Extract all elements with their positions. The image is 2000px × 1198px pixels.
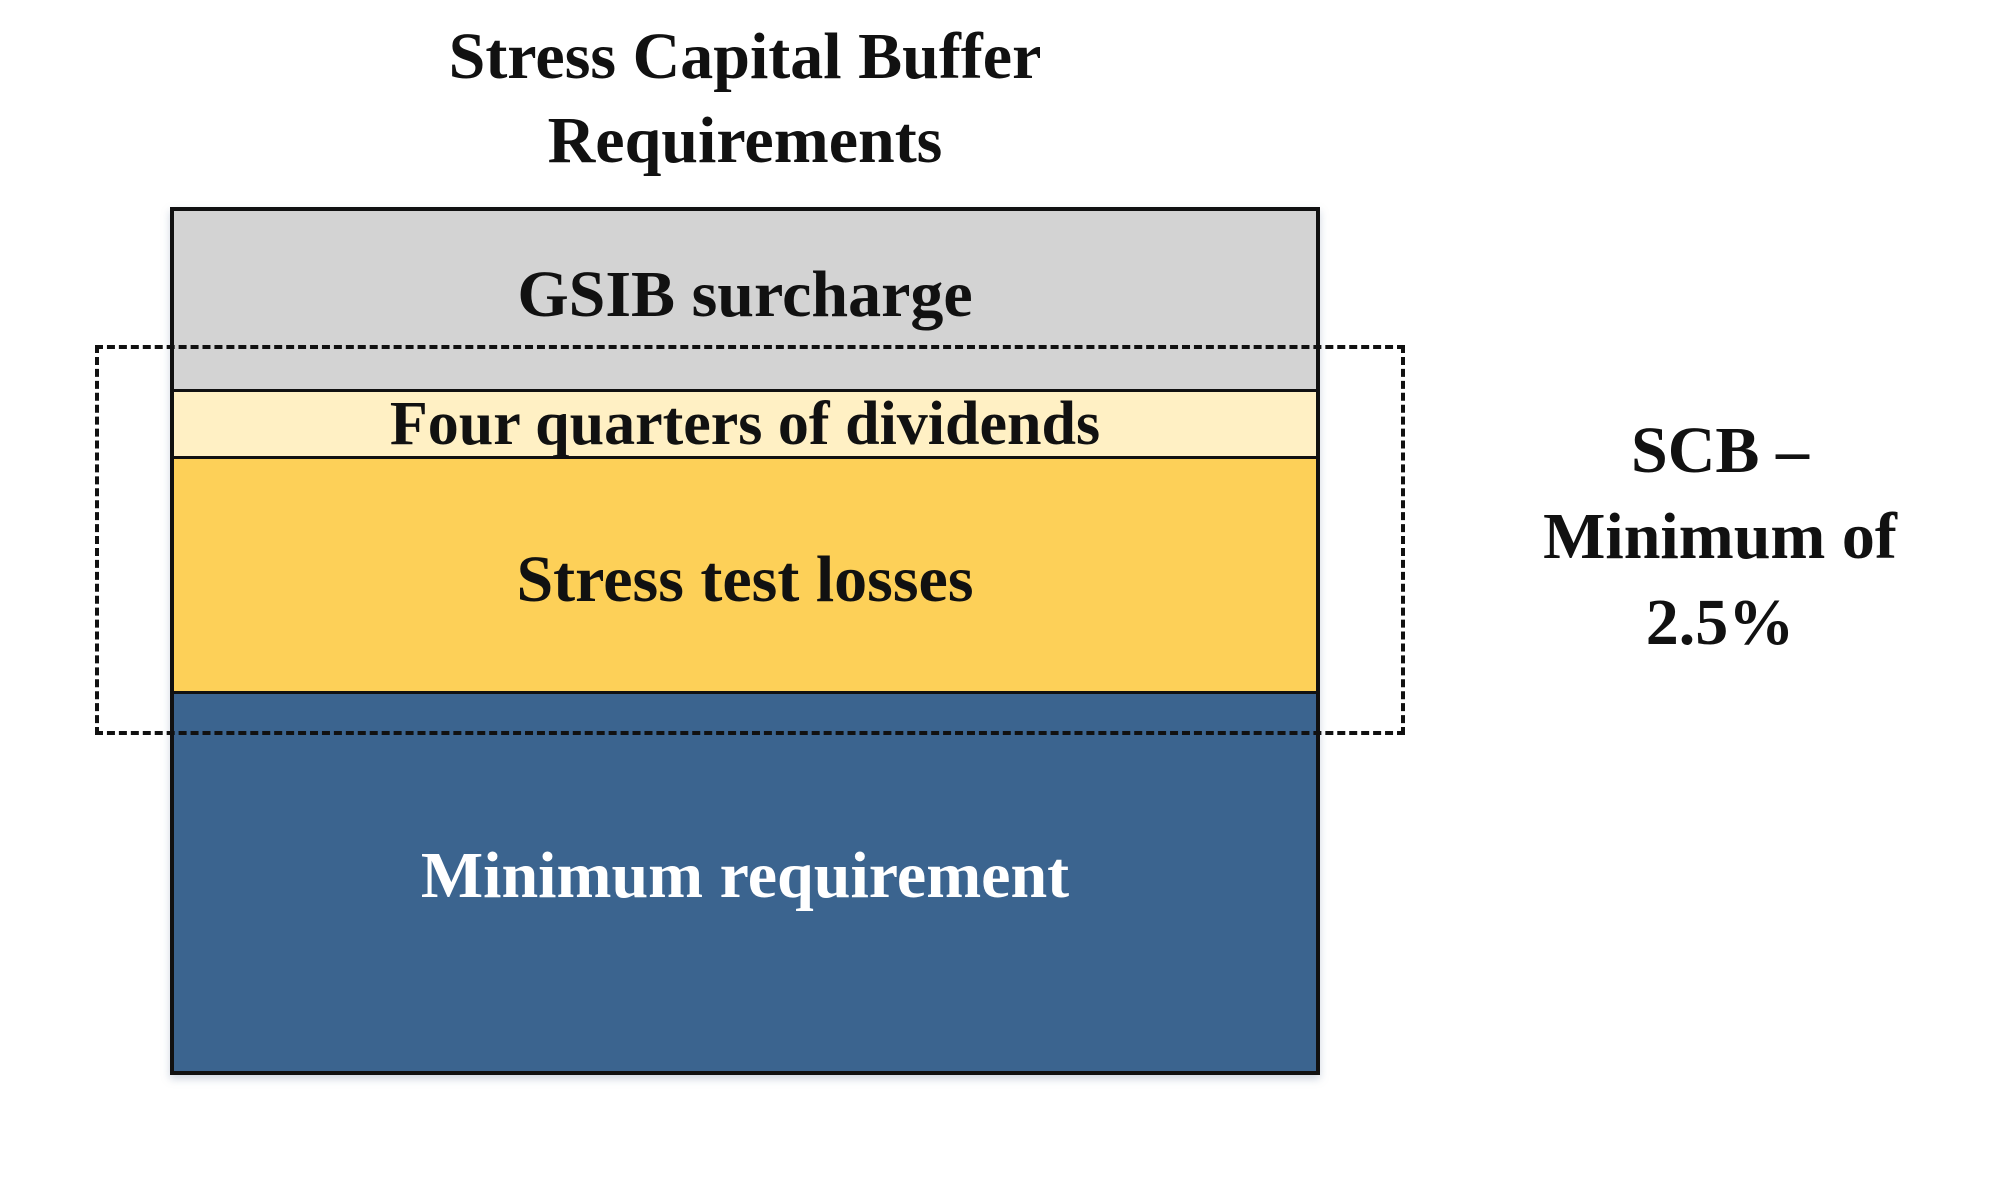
layer-gsib-surcharge: GSIB surcharge [174, 211, 1316, 389]
scb-line-2: Minimum of [1543, 500, 1897, 573]
layer-dividends-label: Four quarters of dividends [389, 390, 1101, 458]
layer-minimum-label: Minimum requirement [420, 838, 1070, 912]
capital-stack: GSIB surcharge Four quarters of dividend… [170, 207, 1320, 1075]
title-line-2: Requirements [547, 104, 943, 177]
scb-line-1: SCB – [1631, 414, 1809, 487]
title-line-1: Stress Capital Buffer [448, 20, 1042, 93]
scb-line-3: 2.5% [1645, 586, 1795, 659]
layer-stress-test-losses: Stress test losses [174, 459, 1316, 691]
layer-gsib-label: GSIB surcharge [517, 258, 973, 331]
layer-dividends: Four quarters of dividends [174, 389, 1316, 459]
scb-annotation: SCB – Minimum of 2.5% [1480, 408, 1960, 666]
scb-bracket [95, 345, 1405, 735]
layer-stress-label: Stress test losses [516, 543, 974, 616]
layer-minimum-requirement: Minimum requirement [174, 691, 1316, 1071]
diagram-title: Stress Capital Buffer Requirements [170, 15, 1320, 183]
